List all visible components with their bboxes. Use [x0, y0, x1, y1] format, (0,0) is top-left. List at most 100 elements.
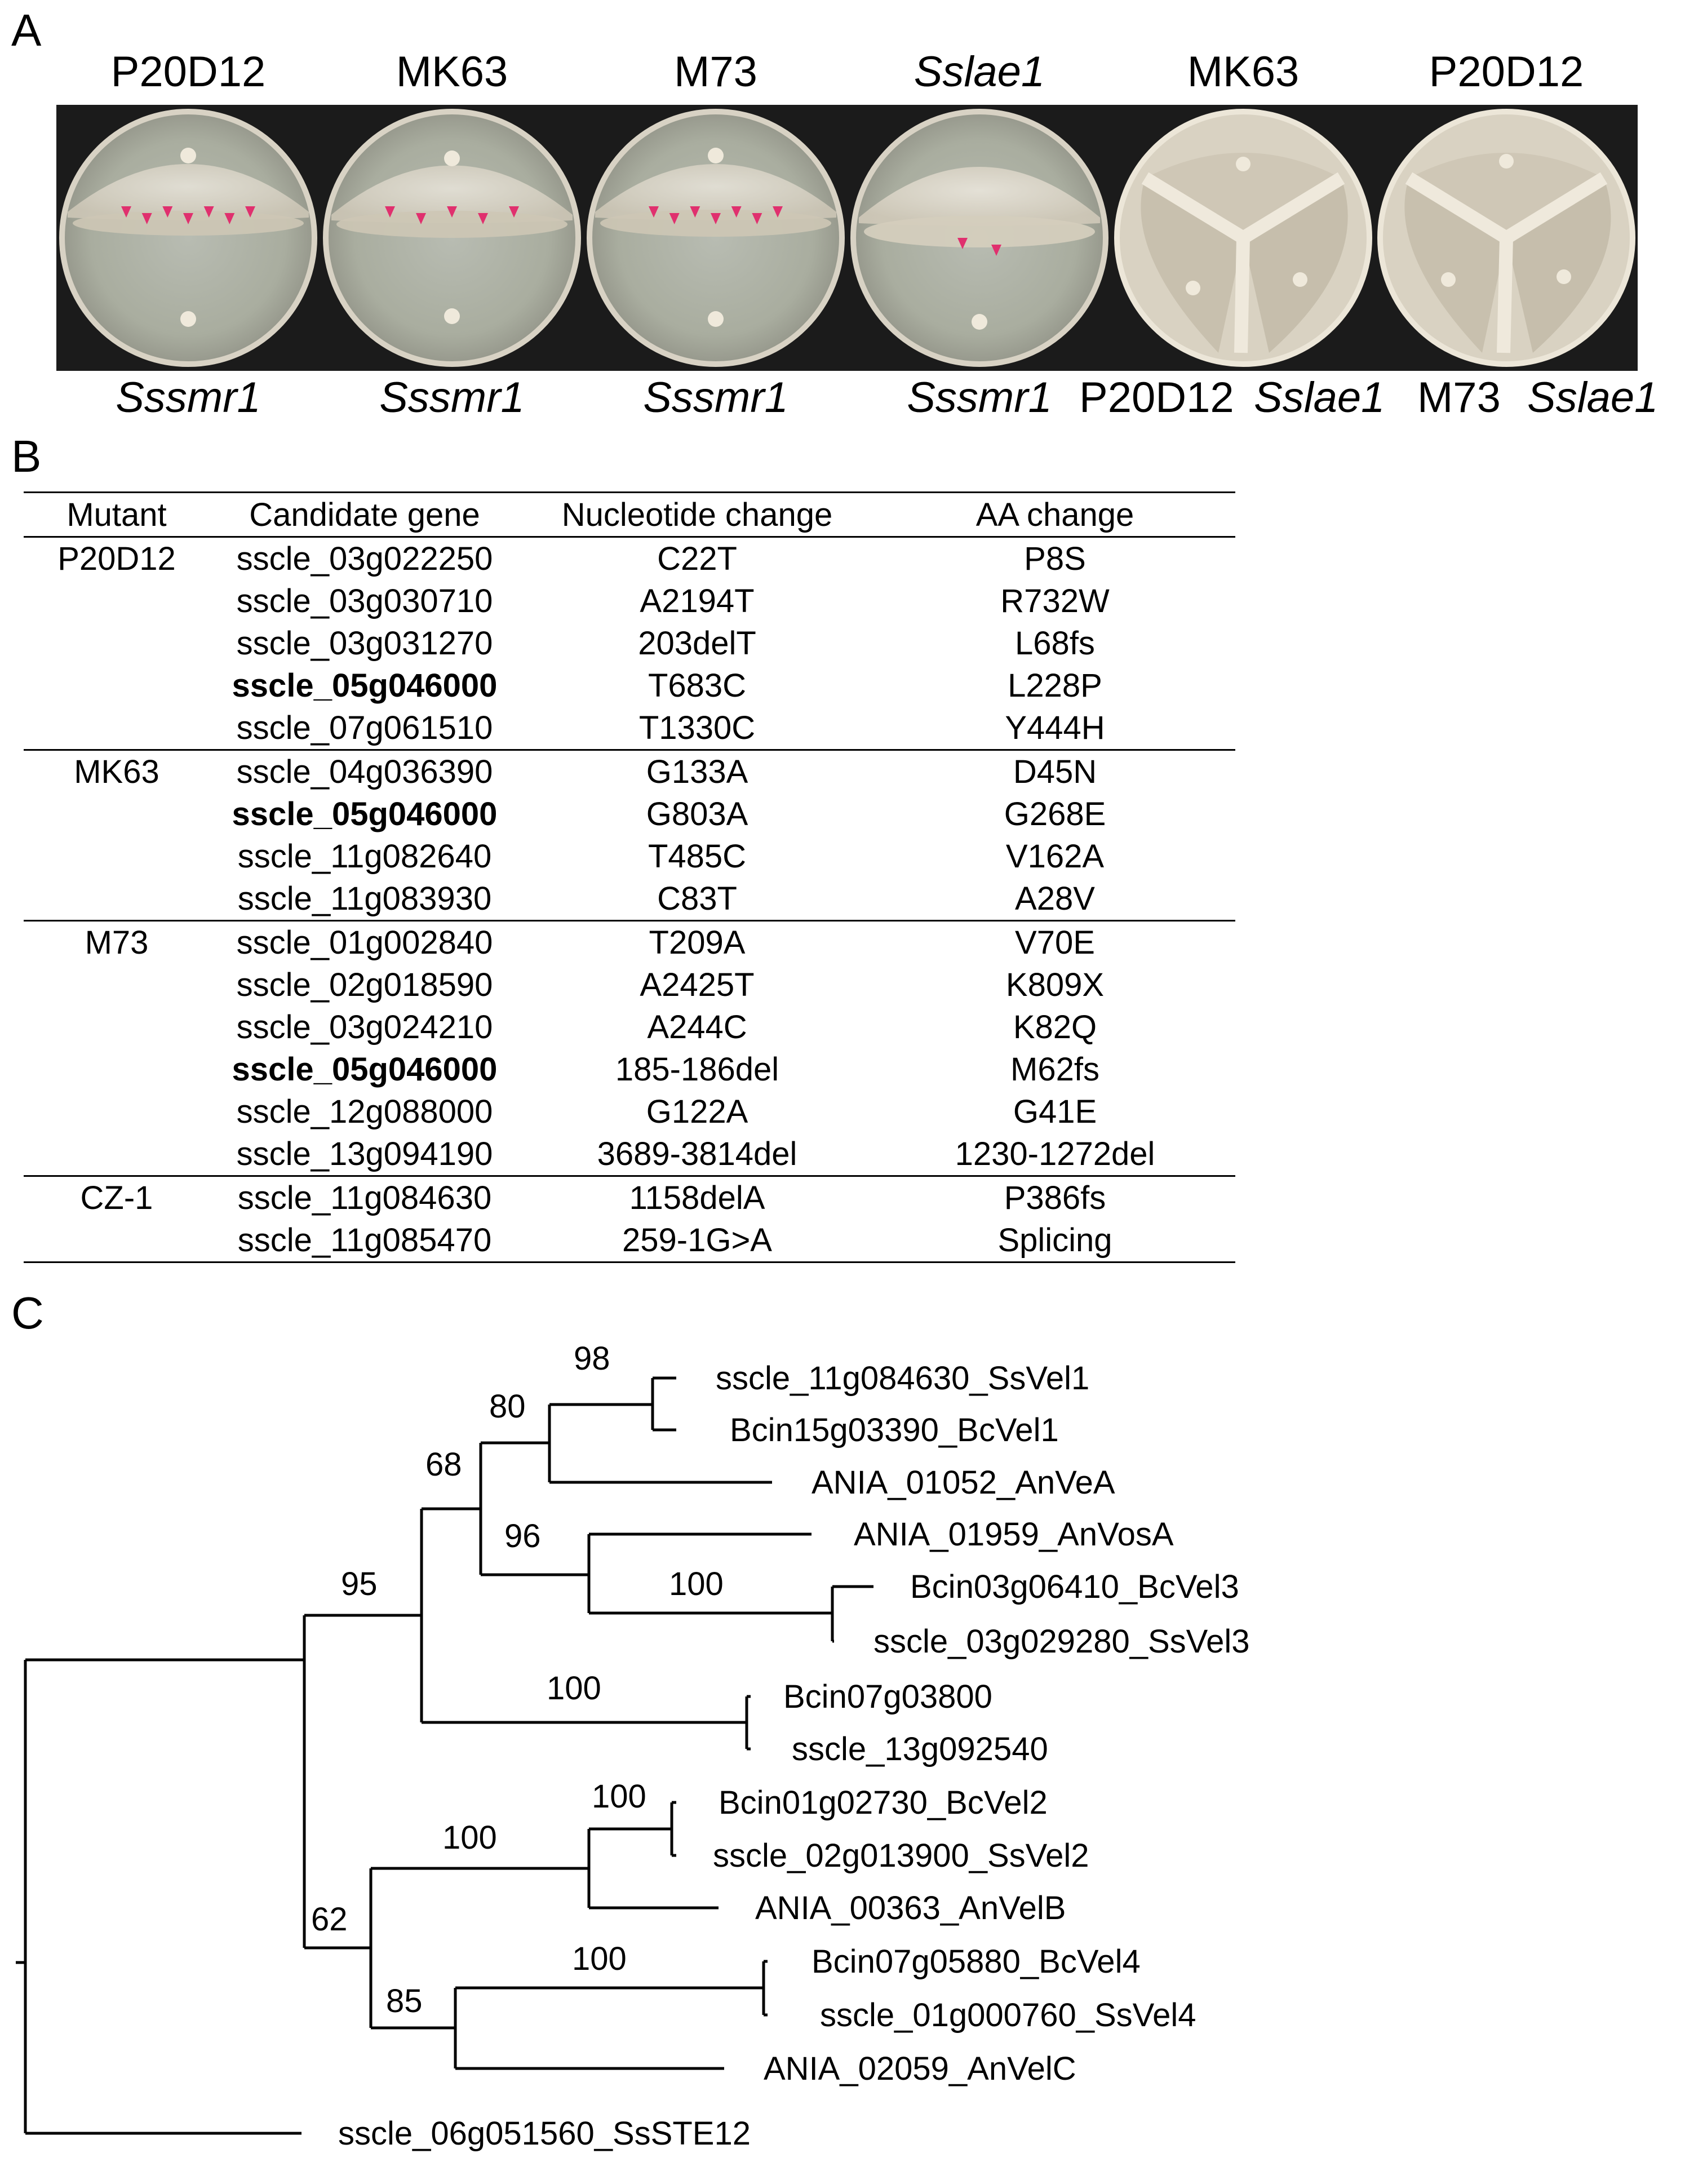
nucleotide-change-cell: A244C — [647, 1009, 747, 1046]
arrowhead-marker — [957, 238, 968, 249]
aa-change-cell: R732W — [1000, 583, 1110, 619]
panel-label-c: C — [11, 1288, 44, 1338]
aa-change-cell: V70E — [1015, 924, 1095, 961]
aa-change-cell: Y444H — [1005, 710, 1105, 746]
mutant-cell — [24, 622, 210, 664]
arrowhead-marker — [478, 213, 488, 224]
nucleotide-change-cell: C22T — [657, 541, 737, 577]
tree-leaf-label: sscle_06g051560_SsSTE12 — [338, 2115, 751, 2152]
bootstrap-value: 100 — [572, 1941, 627, 1977]
nucleotide-change-cell: G122A — [646, 1093, 748, 1130]
tree-leaf-label: Bcin15g03390_BcVel1 — [730, 1412, 1059, 1448]
plate-bottom-label: Sssmr1 — [643, 374, 788, 422]
gene-cell: sscle_13g094190 — [236, 1136, 493, 1172]
bootstrap-value: 95 — [341, 1566, 378, 1602]
column-header: Candidate gene — [249, 496, 480, 533]
plate-top-label: P20D12 — [1429, 48, 1584, 96]
aa-change-cell: L68fs — [1015, 625, 1095, 662]
table-row: sscle_13g094190 3689-3814del 1230-1272del — [24, 1133, 1235, 1176]
arrowhead-marker — [385, 206, 395, 218]
tree-leaf-label: ANIA_00363_AnVelB — [755, 1890, 1066, 1926]
nucleotide-change-cell: 259-1G>A — [622, 1222, 772, 1259]
gene-cell: sscle_12g088000 — [236, 1093, 493, 1130]
nucleotide-change-cell: T683C — [648, 667, 747, 704]
gene-cell: sscle_03g031270 — [236, 625, 493, 662]
gene-cell: sscle_03g030710 — [236, 583, 493, 619]
nucleotide-change-cell: 185-186del — [615, 1051, 779, 1088]
bootstrap-value: 96 — [504, 1518, 541, 1554]
arrowhead-marker — [141, 213, 152, 224]
aa-change-cell: 1230-1272del — [955, 1136, 1155, 1172]
nucleotide-change-cell: G133A — [646, 754, 748, 790]
plate-2 — [320, 105, 584, 371]
bootstrap-value: 100 — [592, 1778, 646, 1815]
plate-bottom-label: Sssmr1 — [116, 374, 261, 422]
mutant-cell — [24, 1006, 210, 1048]
arrowhead-marker — [183, 213, 193, 224]
mutant-group: P20D12 sscle_03g022250 C22T P8S sscle_03g030… — [24, 537, 1235, 750]
nucleotide-change-cell: G803A — [646, 796, 748, 832]
aa-change-cell: G41E — [1013, 1093, 1097, 1130]
mutant-cell — [24, 1219, 210, 1262]
aa-change-cell: Splicing — [997, 1222, 1112, 1259]
arrowhead-marker — [669, 213, 680, 224]
mutant-cell — [24, 1133, 210, 1176]
arrowhead-marker — [162, 206, 173, 218]
arrowhead-marker — [690, 206, 700, 218]
arrowhead-marker — [649, 206, 659, 218]
gene-cell: sscle_03g022250 — [236, 541, 493, 577]
bootstrap-value: 100 — [442, 1819, 497, 1856]
plate-top-label: P20D12 — [110, 48, 266, 96]
plate-bottom-label: Sslae1 — [1527, 374, 1659, 422]
nucleotide-change-cell: T1330C — [638, 710, 756, 746]
column-header: Nucleotide change — [561, 496, 833, 533]
mutant-cell — [24, 878, 210, 921]
nucleotide-change-cell: C83T — [657, 880, 737, 917]
plate-4 — [848, 105, 1111, 371]
mutant-cell — [24, 664, 210, 707]
mutant-cell — [24, 580, 210, 622]
mutant-cell — [24, 793, 210, 835]
mutant-cell — [24, 1048, 210, 1091]
gene-cell: sscle_02g018590 — [236, 967, 493, 1003]
gene-cell: sscle_05g046000 — [232, 796, 498, 832]
bootstrap-value: 98 — [574, 1340, 610, 1377]
nucleotide-change-cell: 3689-3814del — [597, 1136, 797, 1172]
gene-cell: sscle_11g083930 — [237, 880, 492, 917]
tree-leaf-label: ANIA_01052_AnVeA — [812, 1464, 1115, 1501]
mutation-table: Mutant Candidate gene Nucleotide change … — [24, 491, 1235, 1263]
aa-change-cell: P386fs — [1004, 1180, 1106, 1216]
gene-cell: sscle_01g002840 — [236, 924, 493, 961]
gene-cell: sscle_05g046000 — [232, 667, 498, 704]
column-header: AA change — [975, 496, 1134, 533]
aa-change-cell: D45N — [1013, 754, 1097, 790]
nucleotide-change-cell: T485C — [648, 838, 747, 875]
mutant-cell — [24, 835, 210, 878]
mutant-cell — [24, 707, 210, 750]
gene-cell: sscle_04g036390 — [236, 754, 493, 790]
arrowhead-marker — [121, 206, 131, 218]
table-row: P20D12 sscle_03g022250 C22T P8S — [24, 537, 1235, 581]
aa-change-cell: K809X — [1005, 967, 1105, 1003]
aa-change-cell: P8S — [1024, 541, 1086, 577]
bootstrap-value: 68 — [425, 1446, 462, 1483]
tree-leaf-label: Bcin07g05880_BcVel4 — [812, 1943, 1141, 1980]
aa-change-cell: K82Q — [1013, 1009, 1097, 1046]
mutant-cell: P20D12 — [57, 541, 176, 577]
plate-1 — [56, 105, 320, 371]
plate-bottom-label: Sssmr1 — [379, 374, 525, 422]
arrowhead-marker — [731, 206, 742, 218]
plate-bottom-label: P20D12 — [1079, 374, 1234, 422]
aa-change-cell: V162A — [1005, 838, 1105, 875]
